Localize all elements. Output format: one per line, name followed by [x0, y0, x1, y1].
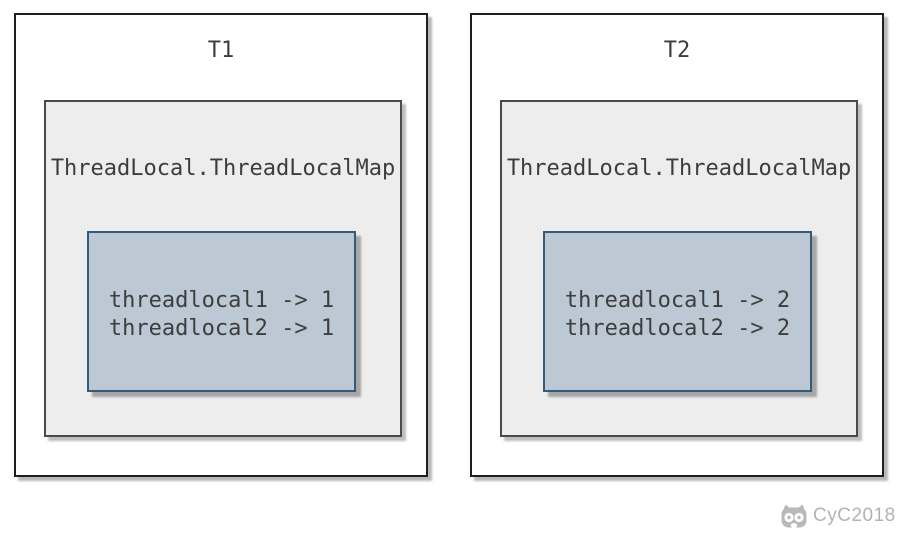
threadlocalmap-box-t2: ThreadLocal.ThreadLocalMap threadlocal1 …: [500, 100, 858, 437]
map-entry: threadlocal2 -> 2: [564, 315, 791, 341]
map-entry: threadlocal2 -> 1: [108, 315, 335, 341]
map-entry: threadlocal1 -> 2: [564, 287, 791, 313]
watermark-text: CyC2018: [813, 505, 896, 526]
octocat-icon: [780, 504, 808, 528]
watermark: CyC2018: [780, 504, 896, 528]
threadlocalmap-label-t1: ThreadLocal.ThreadLocalMap: [50, 156, 396, 181]
thread-box-t2: T2 ThreadLocal.ThreadLocalMap threadloca…: [470, 13, 884, 477]
entries-box-t2: threadlocal1 -> 2 threadlocal2 -> 2: [543, 231, 812, 392]
thread-box-t1: T1 ThreadLocal.ThreadLocalMap threadloca…: [14, 13, 428, 477]
threadlocalmap-box-t1: ThreadLocal.ThreadLocalMap threadlocal1 …: [44, 100, 402, 437]
thread-title-t1: T1: [207, 38, 235, 63]
thread-title-t2: T2: [663, 38, 691, 63]
threadlocalmap-label-t2: ThreadLocal.ThreadLocalMap: [506, 156, 852, 181]
map-entry: threadlocal1 -> 1: [108, 287, 335, 313]
entries-box-t1: threadlocal1 -> 1 threadlocal2 -> 1: [87, 231, 356, 392]
